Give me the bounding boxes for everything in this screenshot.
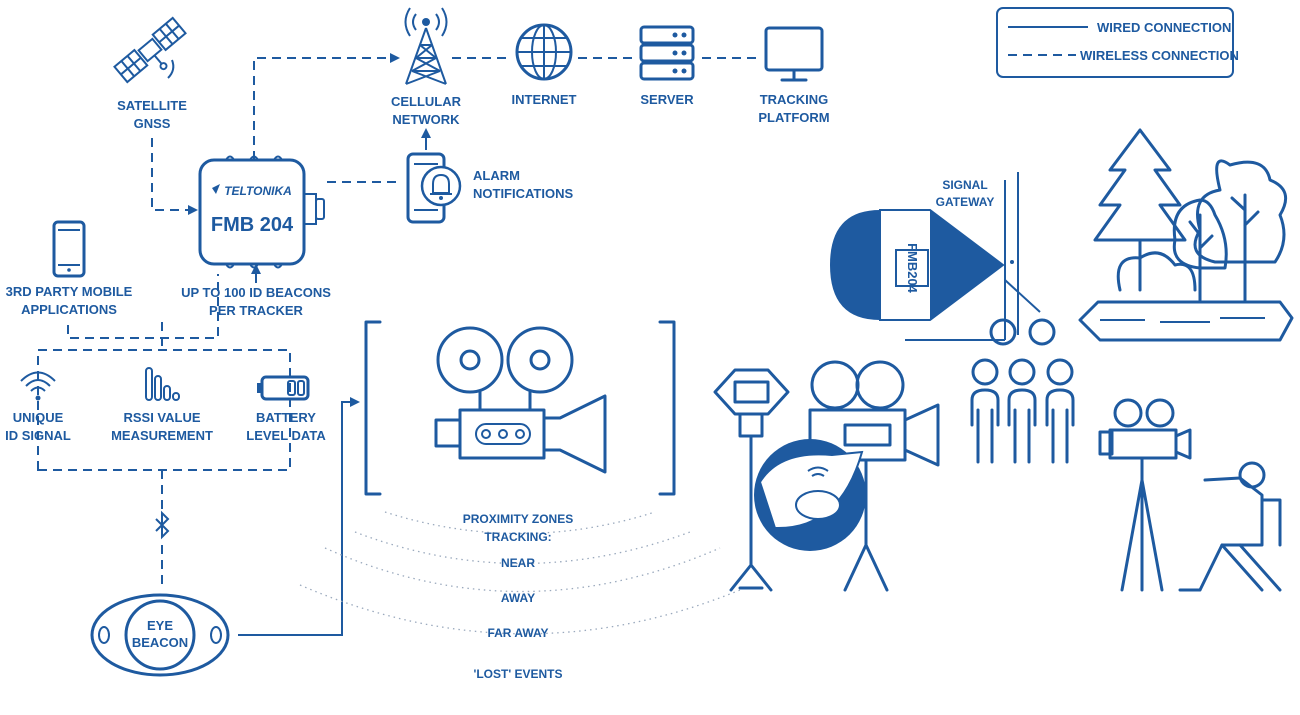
battery-icon	[257, 375, 310, 401]
alarm-label-2: NOTIFICATIONS	[473, 186, 573, 201]
gateway-label-2: GATEWAY	[936, 195, 995, 209]
monitor-icon	[764, 26, 824, 82]
unique-id-label-1: UNIQUE	[13, 410, 64, 425]
gateway-label-1: SIGNAL	[942, 178, 987, 192]
legend-wireless-label: WIRELESS CONNECTION	[1080, 48, 1239, 63]
camera-operator-icon	[1098, 398, 1282, 592]
bluetooth-icon	[155, 510, 170, 540]
eye-beacon-device	[90, 593, 230, 677]
alarm-phone-icon	[406, 152, 462, 224]
mobile-phone-icon	[52, 220, 86, 278]
proximity-title-2: TRACKING:	[484, 530, 551, 544]
rssi-label-2: MEASUREMENT	[111, 428, 213, 443]
server-label: SERVER	[640, 92, 694, 107]
tracker-brand: TELTONIKA	[224, 184, 292, 198]
zone-far-away: FAR AWAY	[487, 626, 548, 640]
zone-lost-events: 'LOST' EVENTS	[473, 667, 562, 681]
wifi-signal-icon	[20, 371, 56, 401]
platform-label-2: PLATFORM	[758, 110, 829, 125]
people-group-icon	[970, 318, 1075, 464]
connections	[37, 53, 762, 636]
unique-id-label-2: ID SIGNAL	[5, 428, 71, 443]
film-camera-icon	[808, 360, 940, 592]
beacons-label-2: PER TRACKER	[209, 303, 304, 318]
cell-tower-icon	[404, 7, 448, 85]
proximity-arcs	[299, 511, 741, 635]
platform-label-1: TRACKING	[760, 92, 829, 107]
signal-gateway-icon: FMB204	[830, 172, 1041, 341]
tracker-model: FMB 204	[211, 214, 294, 236]
proximity-bracket	[364, 320, 676, 496]
movie-camera-icon	[434, 326, 607, 474]
battery-label-1: BATTERY	[256, 410, 316, 425]
beacons-label-1: UP TO 100 ID BEACONS	[181, 285, 331, 300]
eye-beacon-label-1: EYE	[147, 618, 173, 633]
satellite-label-2: GNSS	[134, 116, 171, 131]
cellular-label-1: CELLULAR	[391, 94, 462, 109]
fmb204-tracker-device	[198, 155, 325, 269]
server-icon	[639, 25, 695, 81]
trees-icon	[1078, 128, 1294, 342]
cellular-label-2: NETWORK	[392, 112, 460, 127]
satellite-signal-icon	[167, 59, 175, 79]
mobile-label-1: 3RD PARTY MOBILE	[6, 284, 133, 299]
gateway-device-label: FMB204	[905, 243, 920, 294]
beacon-closeup	[754, 439, 866, 551]
teltonika-logo-icon	[212, 184, 220, 194]
alarm-label-1: ALARM	[473, 168, 520, 183]
internet-label: INTERNET	[512, 92, 577, 107]
zone-near: NEAR	[501, 556, 535, 570]
legend-wired-label: WIRED CONNECTION	[1097, 20, 1231, 35]
battery-label-2: LEVEL DATA	[246, 428, 326, 443]
satellite-label-1: SATELLITE	[117, 98, 187, 113]
zone-away: AWAY	[501, 591, 535, 605]
proximity-title-1: PROXIMITY ZONES	[463, 512, 573, 526]
rssi-bars-icon	[145, 367, 180, 401]
satellite-icon	[113, 16, 187, 84]
eye-beacon-label-2: BEACON	[132, 635, 188, 650]
rssi-label-1: RSSI VALUE	[123, 410, 200, 425]
mobile-label-2: APPLICATIONS	[21, 302, 117, 317]
studio-light-icon	[713, 368, 790, 592]
legend: WIRED CONNECTION WIRELESS CONNECTION	[996, 7, 1239, 78]
globe-icon	[515, 23, 573, 81]
